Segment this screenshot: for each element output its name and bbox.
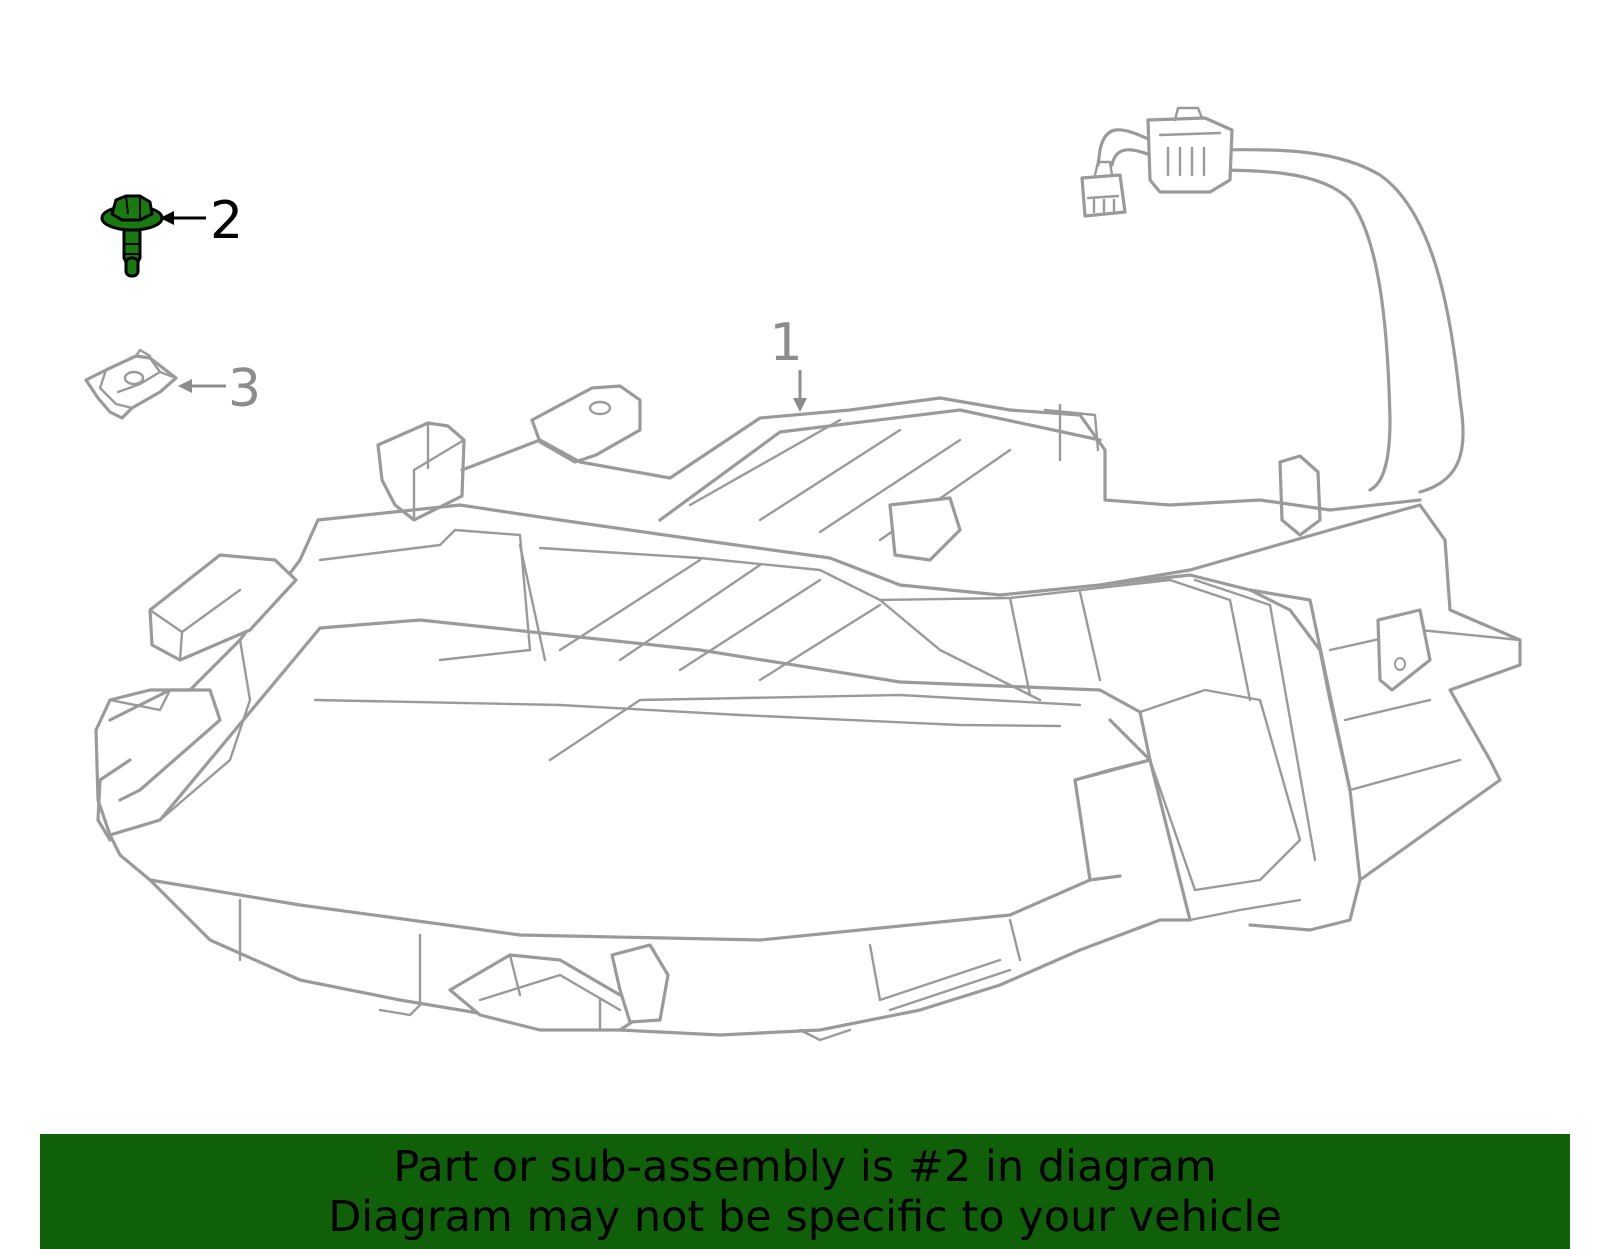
- housing-left-end: [94, 518, 320, 842]
- callout-arrow-3: [178, 379, 226, 393]
- inner-structure: [318, 528, 1252, 702]
- banner-line-1: Part or sub-assembly is #2 in diagram: [393, 1141, 1217, 1192]
- callout-label-3: 3: [228, 359, 261, 419]
- clip-nut-part-3[interactable]: [84, 348, 178, 420]
- info-banner: Part or sub-assembly is #2 in diagram Di…: [40, 1134, 1570, 1249]
- headlamp-lens: [108, 618, 1302, 942]
- callout-arrow-2: [160, 211, 206, 225]
- wiring-harness: [1080, 106, 1465, 494]
- housing-body: [316, 503, 1522, 932]
- housing-top: [376, 384, 1422, 562]
- housing-bottom: [148, 878, 1192, 1042]
- callout-label-1: 1: [769, 313, 802, 373]
- bolt-part-2[interactable]: [100, 194, 164, 278]
- callout-label-2: 2: [210, 191, 243, 251]
- banner-line-2: Diagram may not be specific to your vehi…: [328, 1191, 1282, 1242]
- headlamp-assembly-part-1[interactable]: [94, 106, 1522, 1042]
- callout-arrow-1: [793, 370, 807, 412]
